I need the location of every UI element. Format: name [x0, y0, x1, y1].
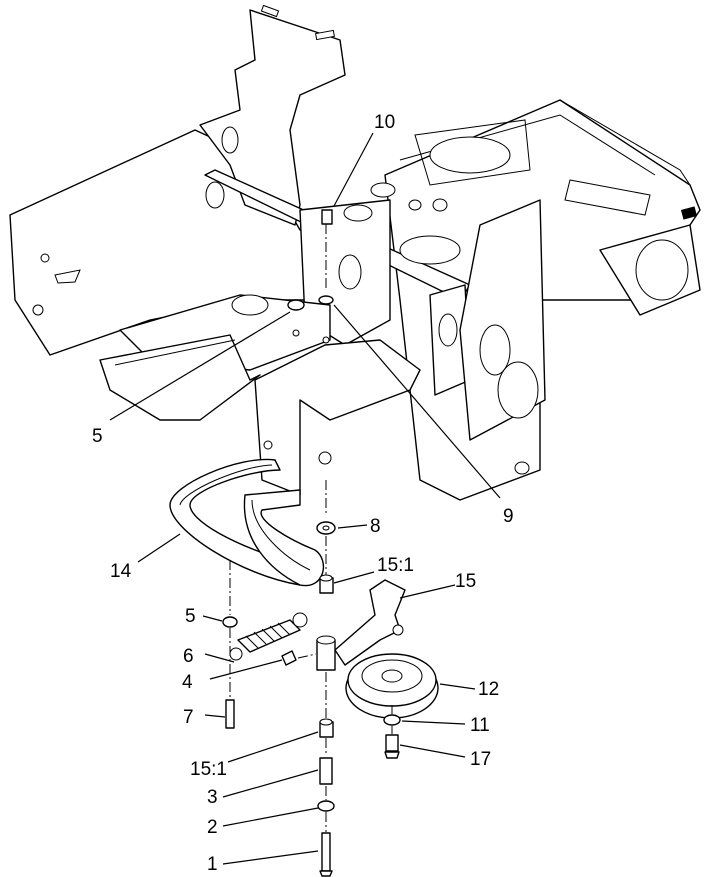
callout-17: 17: [470, 749, 491, 770]
callout-6: 6: [183, 646, 194, 667]
leader-lines: [109, 132, 501, 865]
callout-8: 8: [370, 516, 381, 537]
assembly-axes: [229, 224, 393, 832]
tension-spring: [229, 612, 308, 661]
drive-belt: [169, 458, 325, 587]
callout-14: 14: [110, 561, 132, 582]
idler-pulley: [345, 653, 439, 719]
callout-10: 10: [374, 112, 395, 133]
callout-12: 12: [478, 679, 499, 700]
callout-15-1-lower: 15:1: [190, 759, 227, 780]
callout-9: 9: [503, 506, 514, 527]
callout-2: 2: [207, 817, 218, 838]
main-frame: [9, 4, 701, 501]
callout-15: 15: [455, 571, 476, 592]
callout-1: 1: [207, 854, 218, 875]
callout-5-upper: 5: [92, 426, 103, 447]
callout-4: 4: [182, 672, 193, 693]
idler-arm: [316, 579, 406, 671]
callout-15-1-upper: 15:1: [377, 555, 414, 576]
callout-5-lower: 5: [185, 606, 196, 627]
hardware: [222, 209, 401, 877]
callout-7: 7: [183, 707, 194, 728]
callout-3: 3: [207, 787, 218, 808]
callout-11: 11: [470, 715, 490, 736]
callouts: 10 9 5 8 14 15:1 15 5 6 4 12 7 11 17 15:…: [92, 112, 514, 875]
